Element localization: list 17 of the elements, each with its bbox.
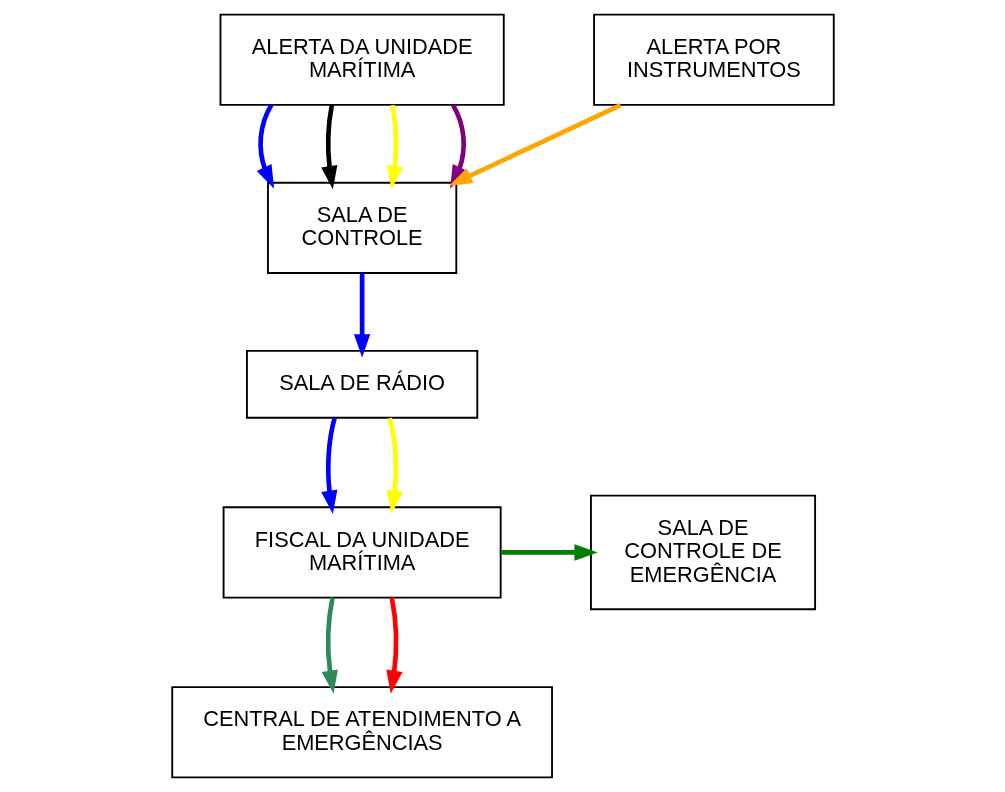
arrow: [321, 597, 338, 694]
node-box: FISCAL DA UNIDADE MARÍTIMA: [222, 506, 502, 599]
arrow: [386, 104, 403, 190]
arrow: [256, 104, 274, 189]
node-box: ALERTA DA UNIDADE MARÍTIMA: [219, 13, 505, 106]
arrow: [386, 417, 403, 514]
arrow: [385, 597, 403, 694]
node-box: ALERTA POR INSTRUMENTOS: [592, 13, 835, 106]
arrow: [320, 104, 337, 190]
node-box: SALA DE CONTROLE: [266, 181, 457, 274]
node-box: SALA DE CONTROLE DE EMERGÊNCIA: [589, 494, 816, 611]
arrow: [320, 417, 337, 514]
arrow: [500, 544, 598, 561]
arrow: [353, 273, 370, 358]
node-box: SALA DE RÁDIO: [245, 349, 478, 419]
arrow: [448, 103, 622, 186]
node-box: CENTRAL DE ATENDIMENTO A EMERGÊNCIAS: [170, 686, 553, 779]
